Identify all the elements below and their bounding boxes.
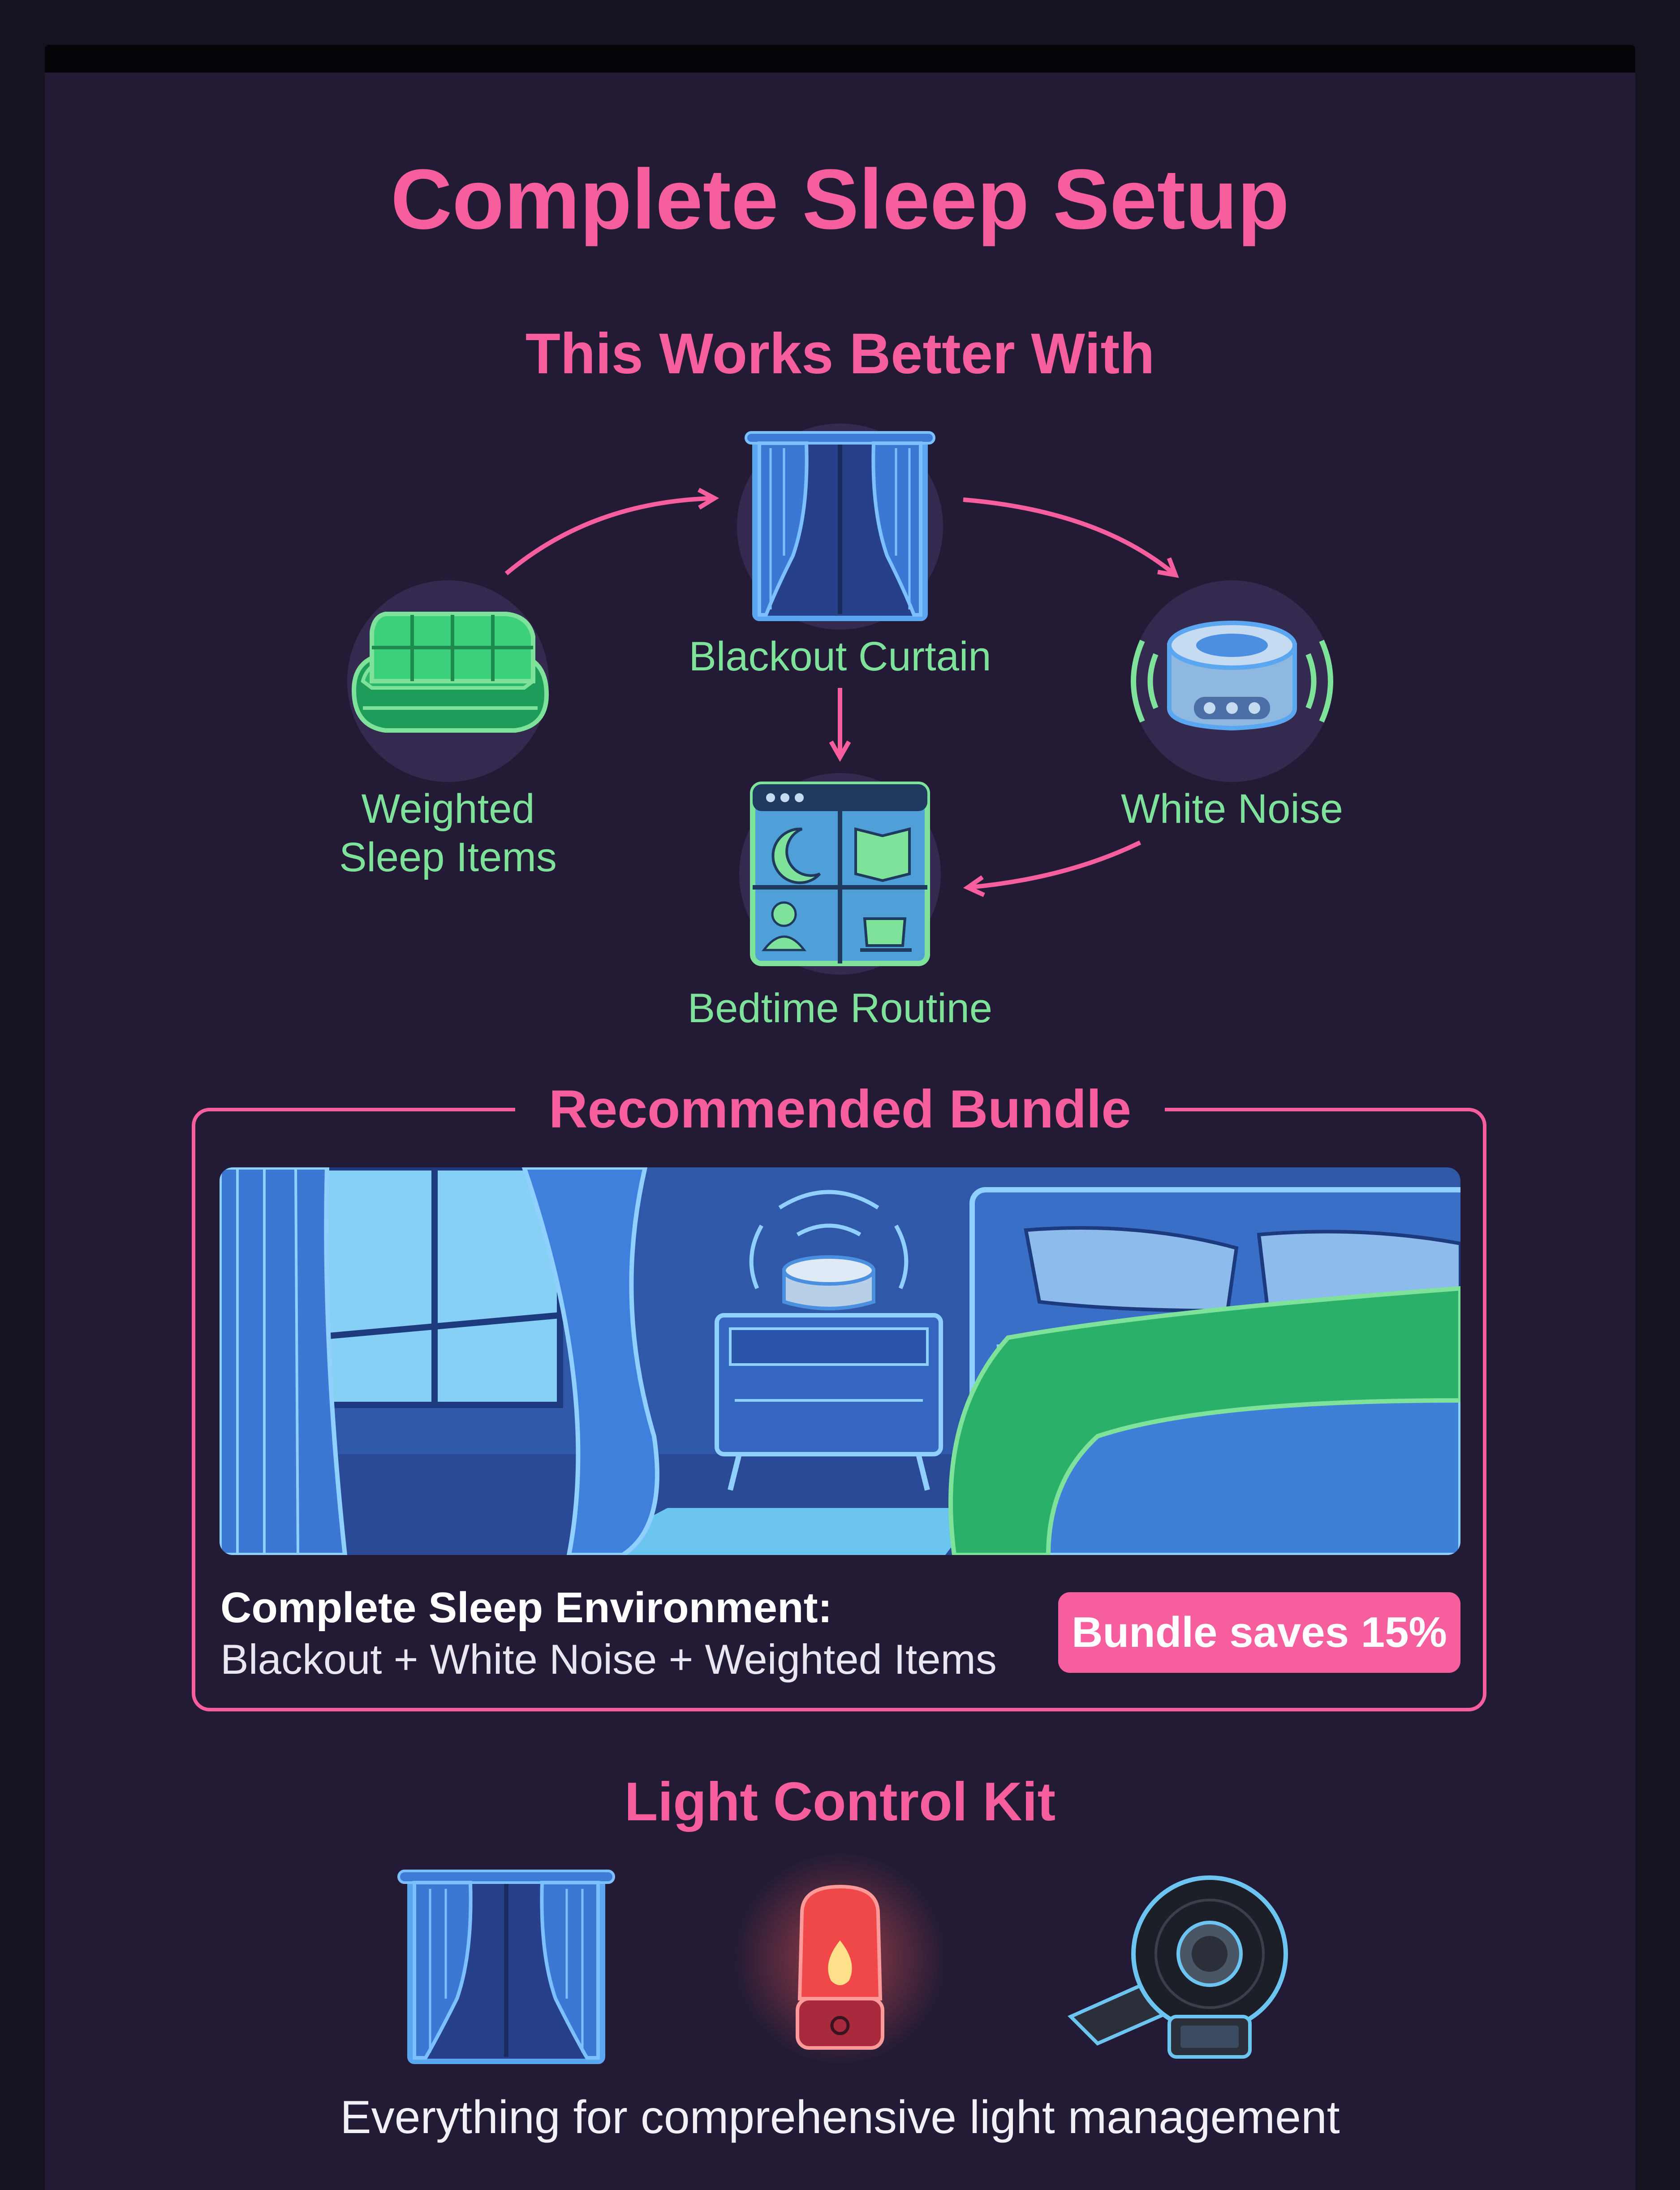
arrow-weighted-to-curtain [504, 488, 719, 575]
bedroom-scene-image [220, 1167, 1460, 1555]
arrow-noise-to-routine [963, 840, 1142, 897]
curtain-icon [737, 423, 943, 630]
section-title-works-better: This Works Better With [525, 322, 1155, 386]
kit-title: Light Control Kit [624, 1771, 1056, 1832]
curtain-icon [397, 1870, 615, 2064]
node-label-white-noise: White Noise [1121, 786, 1343, 832]
node-label-weighted-line1: Weighted [361, 786, 535, 832]
node-label-bedtime-routine: Bedtime Routine [687, 985, 993, 1031]
weighted-blanket-icon [347, 580, 549, 782]
bundle-items: Blackout + White Noise + Weighted Items [220, 1636, 997, 1683]
bundle-savings-badge: Bundle saves 15% [1058, 1592, 1460, 1673]
node-label-blackout-curtain: Blackout Curtain [689, 634, 991, 679]
light-blocking-tape-icon [1068, 1875, 1288, 2059]
flow-arrows [504, 488, 1179, 897]
bundle-name: Complete Sleep Environment: [220, 1584, 832, 1632]
night-light-icon [735, 1853, 945, 2064]
arrow-curtain-to-noise [963, 497, 1179, 578]
node-label-weighted-line2: Sleep Items [339, 834, 557, 880]
nightstand [715, 1313, 943, 1491]
top-bar [45, 45, 1635, 73]
bundle-title: Recommended Bundle [515, 1073, 1165, 1145]
page-title: Complete Sleep Setup [391, 152, 1289, 247]
white-noise-machine-icon [1131, 580, 1333, 782]
bedtime-routine-icon [739, 773, 941, 975]
scene-white-noise [749, 1190, 909, 1310]
scene-bed [948, 1187, 1460, 1555]
kit-description: Everything for comprehensive light manag… [340, 2091, 1340, 2143]
